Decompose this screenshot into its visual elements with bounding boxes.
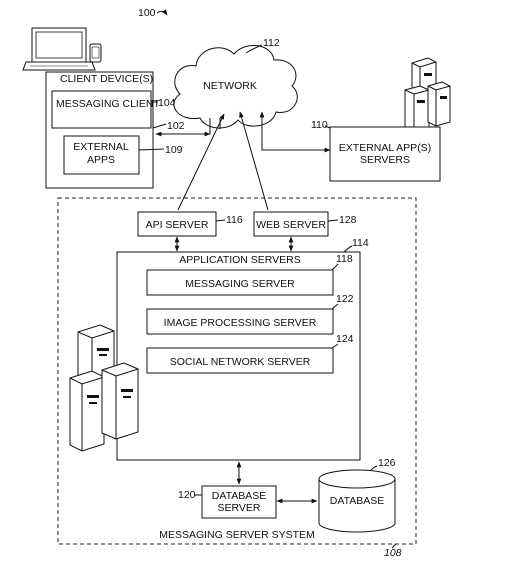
social-network-server-label: SOCIAL NETWORK SERVER — [170, 356, 311, 368]
external-app-servers-box — [329, 126, 441, 182]
external-apps-ref: 109 — [165, 144, 183, 156]
database-server-line1: DATABASE — [212, 490, 266, 502]
application-servers-label: APPLICATION SERVERS — [179, 254, 301, 266]
api-server-ref: 116 — [226, 214, 243, 226]
messaging-server-ref: 118 — [336, 253, 353, 265]
external-apps-line1: EXTERNAL — [73, 141, 129, 153]
external-app-servers-ref: 110 — [311, 119, 328, 131]
application-server-rack-icon — [69, 324, 139, 452]
messaging-client-label: MESSAGING CLIENT — [56, 98, 160, 110]
network-web-link — [239, 111, 269, 211]
network-cloud — [173, 45, 298, 129]
database-server-ref: 120 — [178, 489, 196, 501]
web-server-box — [253, 211, 329, 237]
messaging-server-system-ref: 108 — [384, 547, 402, 559]
image-processing-server-ref: 122 — [336, 293, 354, 305]
external-apps-box — [63, 135, 140, 175]
client-devices-ref: 102 — [167, 120, 185, 132]
client-devices-label: CLIENT DEVICE(S) — [60, 73, 153, 85]
network-api-link — [177, 113, 225, 211]
messaging-server-system-boundary — [57, 197, 417, 545]
figure-number: 100 — [138, 7, 156, 19]
network-label: NETWORK — [203, 80, 257, 92]
figure-number-leader — [156, 9, 168, 16]
messaging-server-label: MESSAGING SERVER — [185, 278, 295, 290]
api-server-box — [137, 211, 217, 237]
application-servers-ref: 114 — [352, 237, 369, 249]
database-server-box — [201, 485, 277, 519]
external-server-rack-icon — [404, 57, 451, 133]
external-app-servers-line1: EXTERNAL APP(S) — [339, 142, 431, 154]
database-ref: 126 — [378, 457, 396, 469]
phone-icon — [89, 43, 102, 63]
network-ref: 112 — [263, 37, 280, 49]
image-processing-server-box — [146, 308, 334, 335]
database-server-line2: SERVER — [218, 502, 261, 514]
external-app-servers-line2: SERVERS — [360, 154, 410, 166]
laptop-icon — [22, 27, 96, 71]
web-server-label: WEB SERVER — [256, 219, 326, 231]
image-processing-server-label: IMAGE PROCESSING SERVER — [164, 317, 317, 329]
messaging-client-box — [51, 90, 152, 129]
social-network-server-box — [146, 347, 334, 374]
messaging-server-box — [146, 269, 334, 296]
network-external-link — [259, 111, 331, 153]
social-network-server-ref: 124 — [336, 333, 354, 345]
messaging-server-system-label: MESSAGING SERVER SYSTEM — [159, 529, 315, 541]
api-server-label: API SERVER — [146, 219, 209, 231]
external-apps-line2: APPS — [87, 154, 115, 166]
web-server-ref: 128 — [339, 214, 357, 226]
database-cylinder — [318, 469, 396, 533]
messaging-client-ref: 104 — [158, 97, 176, 109]
database-label: DATABASE — [330, 495, 384, 507]
